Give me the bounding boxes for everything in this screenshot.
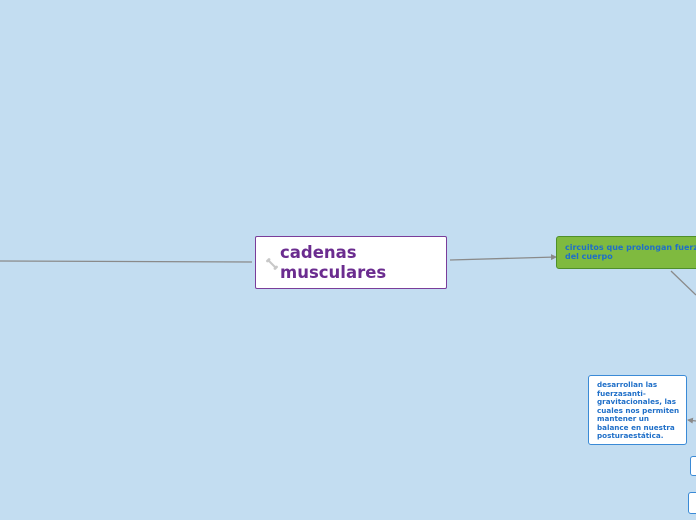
central-topic-node[interactable]: cadenas musculares [255, 236, 447, 289]
connector-left-offscreen [0, 260, 253, 263]
central-topic-title: cadenas musculares [280, 243, 387, 282]
bone-icon [266, 258, 278, 270]
sub-topic-node[interactable]: desarrollan las fuerzasanti-gravitaciona… [588, 375, 687, 445]
connector-branch-down [670, 270, 696, 296]
branch-topic-node[interactable]: circuitos que prolongan fuerzas del cuer… [556, 236, 696, 269]
connector-to-subtopic [687, 417, 696, 424]
branch-topic-label: circuitos que prolongan fuerzas del cuer… [565, 243, 696, 261]
sub-topic-label: desarrollan las fuerzasanti-gravitaciona… [597, 380, 680, 440]
connector-central-to-branch [449, 254, 557, 261]
offscreen-topic-node[interactable] [690, 456, 696, 476]
offscreen-topic-node[interactable] [688, 492, 696, 514]
